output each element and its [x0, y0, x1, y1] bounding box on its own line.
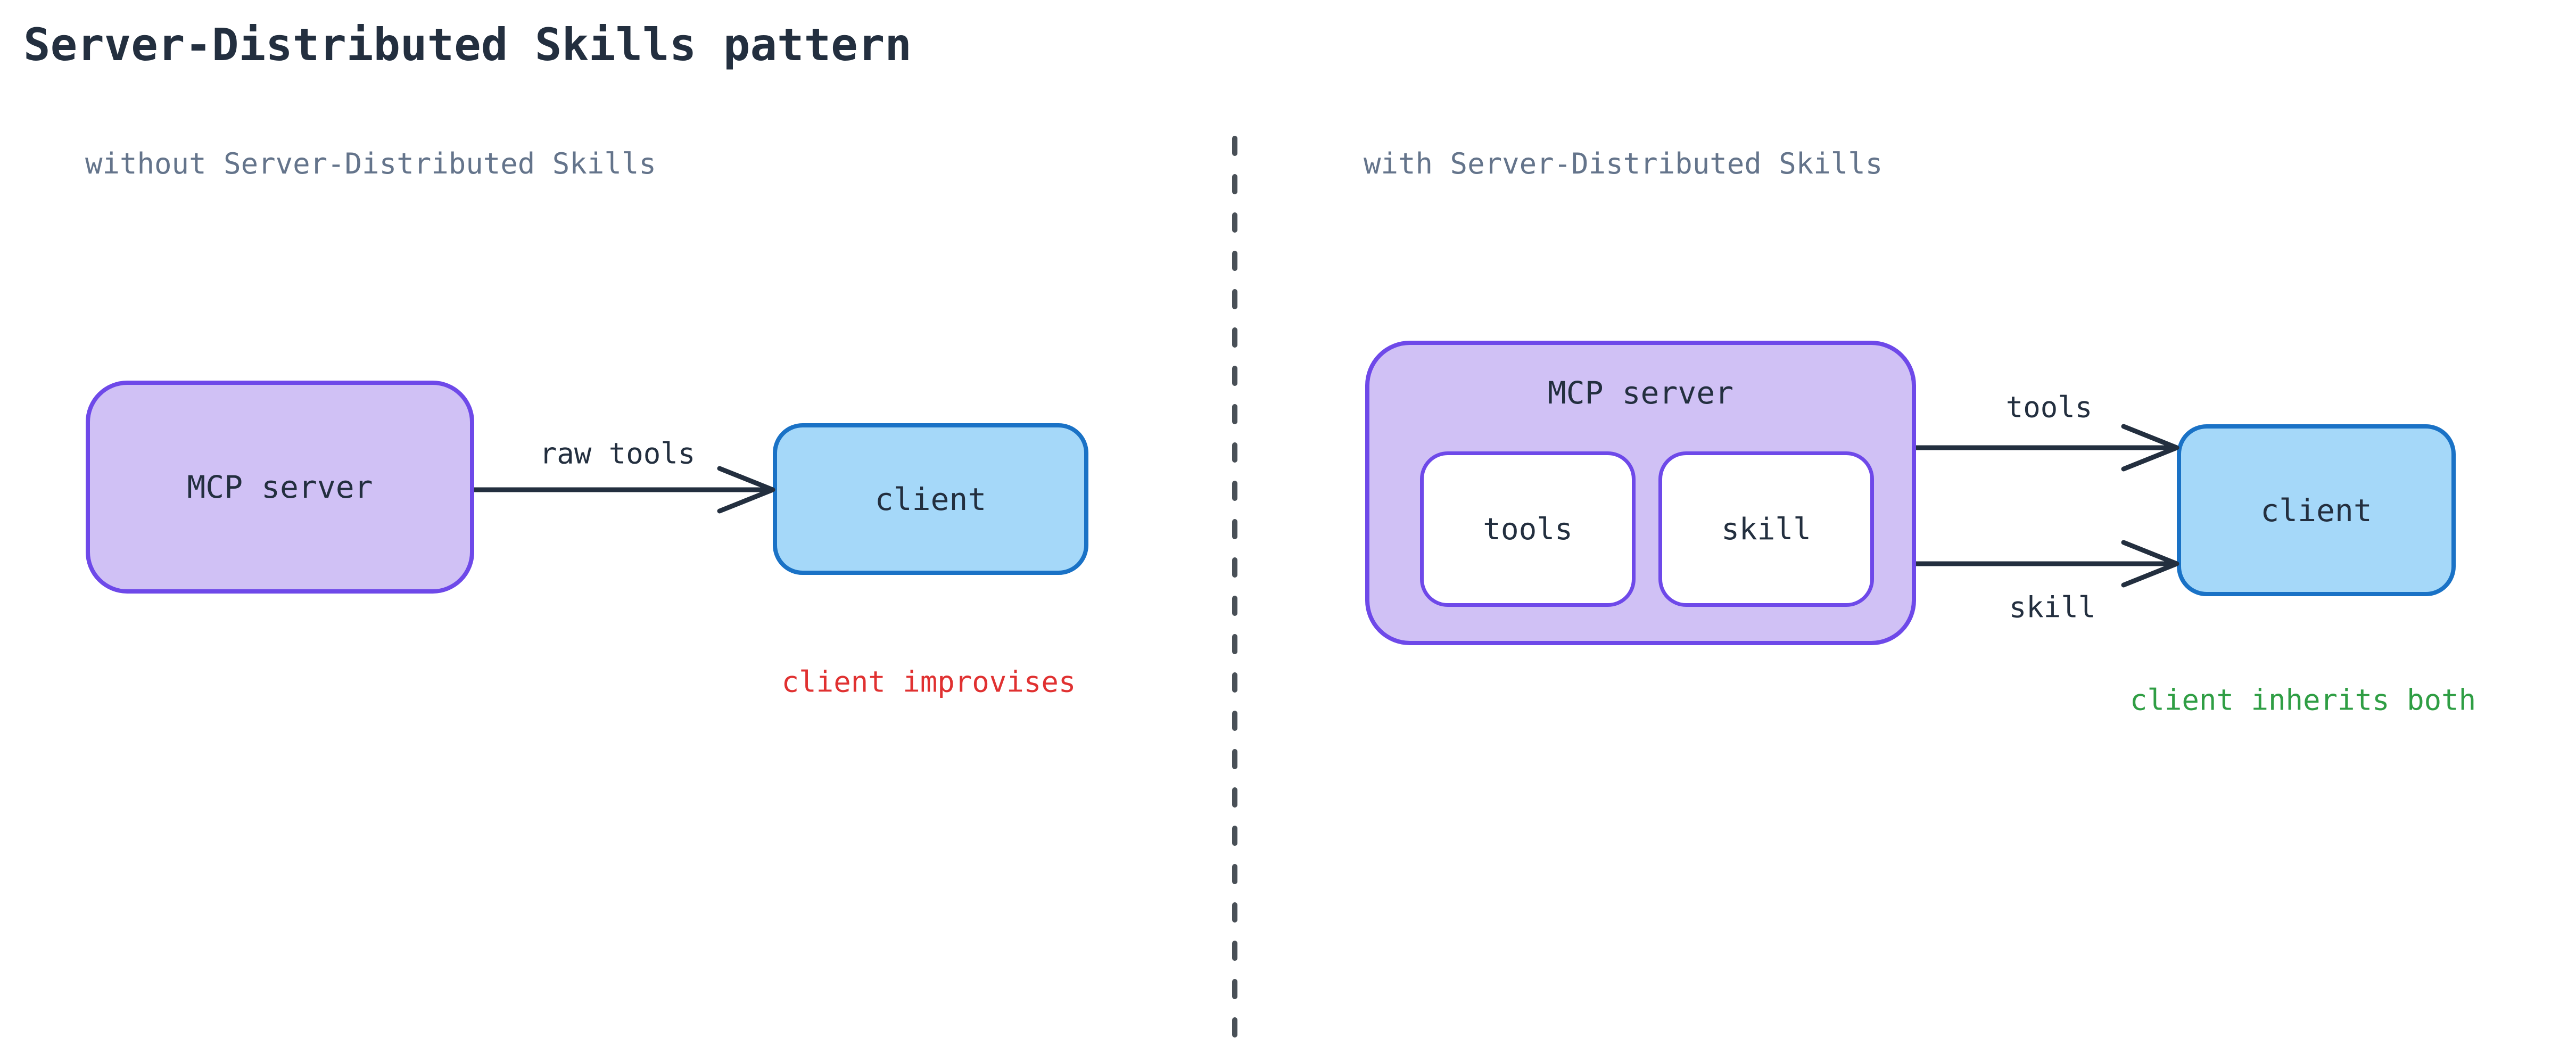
- page-title: Server-Distributed Skills pattern: [23, 19, 912, 71]
- left-panel-heading: without Server-Distributed Skills: [85, 147, 656, 180]
- right-mcp-server-box: MCP server tools skill: [1365, 341, 1916, 645]
- raw-tools-arrow-label: raw tools: [539, 437, 696, 471]
- left-mcp-server-label: MCP server: [187, 469, 373, 505]
- skill-inner-label: skill: [1721, 512, 1811, 547]
- tools-inner-label: tools: [1483, 512, 1573, 547]
- left-panel-note: client improvises: [781, 665, 1076, 699]
- raw-tools-arrow: [474, 466, 775, 514]
- right-client-label: client: [2260, 492, 2372, 529]
- skill-inner-box: skill: [1658, 451, 1874, 607]
- skill-arrow-label: skill: [2009, 590, 2096, 624]
- skill-arrow: [1916, 540, 2179, 588]
- left-mcp-server-box: MCP server: [86, 381, 474, 594]
- left-client-label: client: [874, 481, 987, 517]
- tools-inner-box: tools: [1420, 451, 1636, 607]
- right-panel-note: client inherits both: [2129, 683, 2476, 717]
- right-client-box: client: [2177, 424, 2456, 596]
- right-panel-heading: with Server-Distributed Skills: [1364, 147, 1883, 180]
- left-client-box: client: [773, 423, 1088, 575]
- right-mcp-server-label: MCP server: [1547, 375, 1734, 411]
- tools-arrow: [1916, 424, 2179, 472]
- tools-arrow-label: tools: [2005, 390, 2093, 424]
